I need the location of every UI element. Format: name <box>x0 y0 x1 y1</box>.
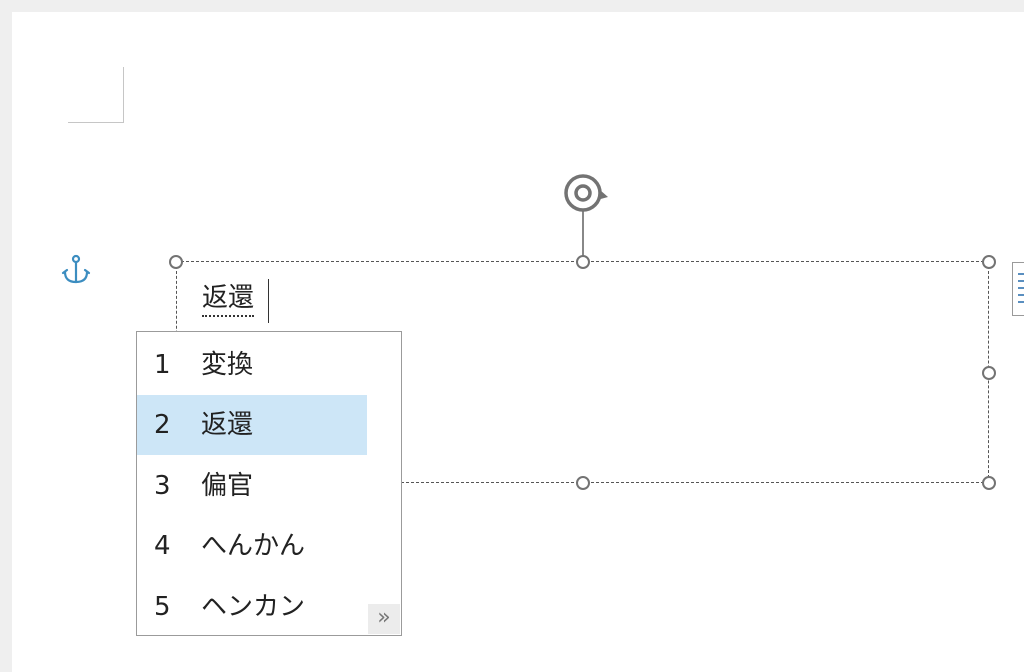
anchor-icon[interactable] <box>60 254 92 288</box>
layout-options-icon[interactable] <box>1012 262 1024 316</box>
resize-handle-top-left[interactable] <box>169 255 183 269</box>
candidate-item-3[interactable]: 3 偏官 <box>137 456 367 516</box>
resize-handle-top-right[interactable] <box>982 255 996 269</box>
candidate-item-2[interactable]: 2 返還 <box>137 395 367 455</box>
candidate-number: 2 <box>154 410 171 440</box>
candidate-text: 偏官 <box>201 471 254 501</box>
expand-icon[interactable]: » <box>368 604 400 634</box>
candidate-item-5[interactable]: 5 ヘンカン <box>137 577 367 637</box>
ime-composition-text[interactable]: 返還 <box>202 283 255 317</box>
ime-candidate-window: 1 変換 2 返還 3 偏官 4 へんかん 5 ヘンカン » <box>136 331 402 636</box>
candidate-text: 返還 <box>201 410 254 440</box>
page-margin-corner-mark <box>68 67 124 123</box>
candidate-number: 3 <box>154 471 171 501</box>
candidate-text: 変換 <box>201 350 254 380</box>
candidate-item-4[interactable]: 4 へんかん <box>137 516 367 576</box>
rotate-handle-icon[interactable] <box>560 170 616 216</box>
candidate-number: 4 <box>154 531 171 561</box>
candidate-number: 1 <box>154 350 171 380</box>
candidate-text: へんかん <box>201 531 306 561</box>
resize-handle-bottom-right[interactable] <box>982 476 996 490</box>
candidate-item-1[interactable]: 1 変換 <box>137 335 367 395</box>
candidate-number: 5 <box>154 592 171 622</box>
candidate-text: ヘンカン <box>201 592 306 622</box>
text-caret <box>268 279 269 323</box>
resize-handle-right[interactable] <box>982 366 996 380</box>
resize-handle-top[interactable] <box>576 255 590 269</box>
resize-handle-bottom[interactable] <box>576 476 590 490</box>
rotate-handle-stem <box>582 210 584 262</box>
